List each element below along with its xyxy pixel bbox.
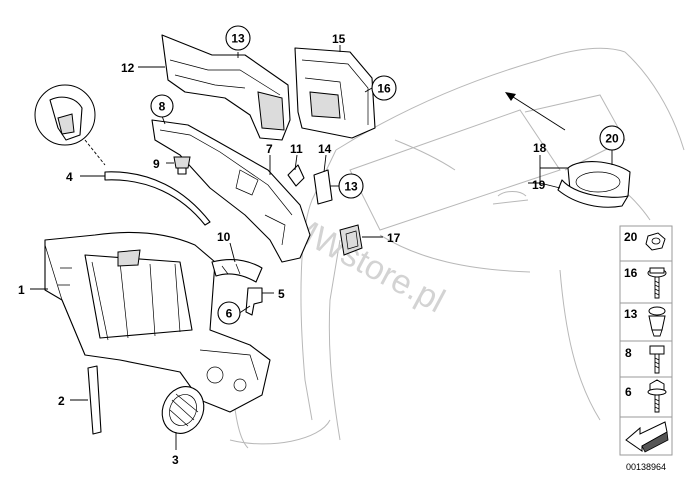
callout-16: 16 bbox=[371, 75, 397, 101]
svg-text:20: 20 bbox=[605, 132, 619, 146]
small-cover-part bbox=[287, 164, 305, 187]
callout-7: 7 bbox=[266, 142, 273, 156]
cross-member-part bbox=[104, 171, 211, 226]
detail-inset bbox=[34, 84, 106, 166]
seal-strip-part bbox=[87, 365, 102, 435]
svg-text:6: 6 bbox=[625, 385, 632, 399]
callout-19: 19 bbox=[532, 178, 546, 192]
pad-part bbox=[313, 169, 333, 205]
hex-screw-icon bbox=[647, 379, 667, 413]
callout-10: 10 bbox=[217, 230, 231, 244]
hardware-item-20: 20 bbox=[619, 225, 673, 262]
air-duct-part bbox=[161, 386, 205, 434]
direction-arrow-box bbox=[619, 416, 673, 456]
hex-bolt-icon bbox=[649, 345, 665, 374]
hardware-item-8: 8 bbox=[619, 340, 673, 378]
document-number: 00138964 bbox=[626, 462, 666, 472]
svg-text:13: 13 bbox=[231, 32, 245, 46]
wheel-arch-panel-part bbox=[161, 34, 291, 141]
hardware-item-16: 16 bbox=[619, 260, 673, 304]
expanding-rivet-icon bbox=[648, 306, 666, 337]
hardware-panel: 20 16 13 bbox=[619, 225, 673, 456]
callout-17: 17 bbox=[387, 231, 401, 245]
callout-2: 2 bbox=[58, 394, 65, 408]
svg-text:16: 16 bbox=[624, 266, 638, 280]
direction-arrow bbox=[505, 92, 566, 131]
callout-6: 6 bbox=[217, 301, 241, 325]
flange-screw-icon bbox=[647, 267, 667, 299]
callout-18: 18 bbox=[533, 141, 547, 155]
rubber-mount-part bbox=[339, 224, 363, 256]
svg-text:13: 13 bbox=[624, 307, 638, 321]
callout-20: 20 bbox=[599, 125, 625, 151]
callout-15: 15 bbox=[332, 32, 346, 46]
callout-9: 9 bbox=[153, 157, 160, 171]
trim-piece-part bbox=[211, 258, 263, 283]
front-end-carrier-part bbox=[44, 231, 271, 413]
callout-12: 12 bbox=[121, 61, 135, 75]
callout-13-lower: 13 bbox=[338, 173, 364, 199]
callout-1: 1 bbox=[18, 283, 25, 297]
svg-text:8: 8 bbox=[159, 100, 166, 114]
svg-text:6: 6 bbox=[226, 307, 233, 321]
callout-13-upper: 13 bbox=[225, 25, 251, 51]
cover-box-part bbox=[294, 47, 376, 139]
svg-text:8: 8 bbox=[625, 346, 632, 360]
callout-labels: 1 2 3 4 5 6 7 8 9 10 11 12 13 13 14 15 bbox=[18, 25, 625, 467]
fuel-filler-housing-part bbox=[557, 161, 631, 208]
svg-text:16: 16 bbox=[377, 82, 391, 96]
hardware-item-13: 13 bbox=[619, 302, 673, 342]
svg-text:13: 13 bbox=[344, 180, 358, 194]
callout-3: 3 bbox=[172, 453, 179, 467]
callout-11: 11 bbox=[290, 142, 303, 156]
hardware-item-6: 6 bbox=[619, 376, 673, 418]
callout-8: 8 bbox=[150, 94, 174, 118]
mounting-clip-part bbox=[173, 156, 191, 175]
callout-5: 5 bbox=[278, 287, 285, 301]
direction-arrow-icon bbox=[625, 421, 669, 453]
svg-text:20: 20 bbox=[624, 230, 638, 244]
callout-14: 14 bbox=[318, 142, 332, 156]
callout-4: 4 bbox=[66, 170, 73, 184]
support-bracket-part bbox=[245, 287, 263, 316]
nut-icon bbox=[645, 232, 666, 251]
